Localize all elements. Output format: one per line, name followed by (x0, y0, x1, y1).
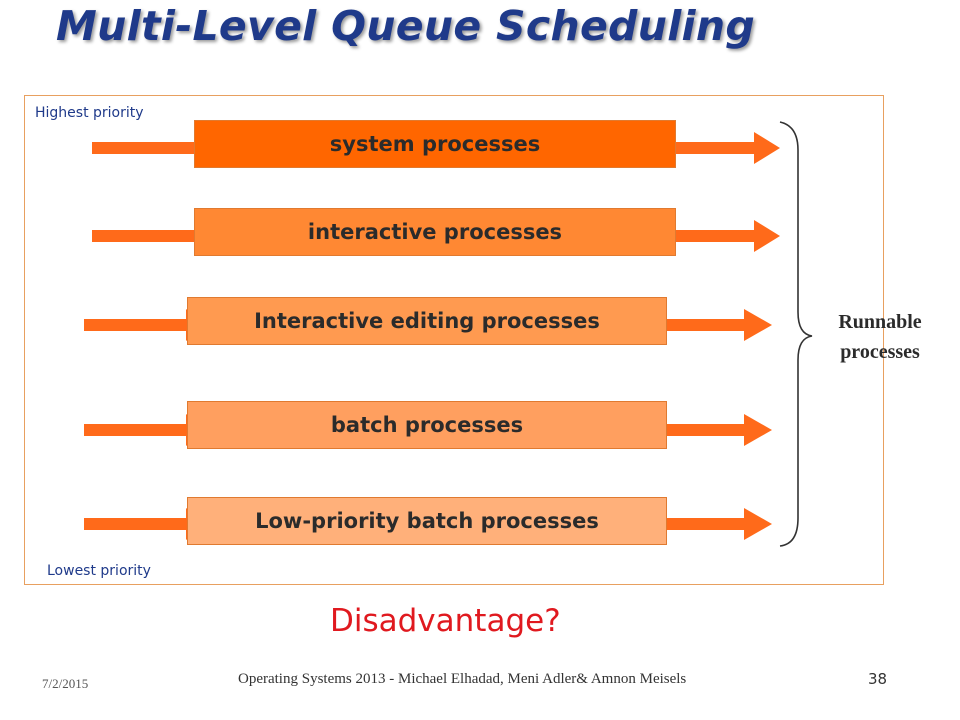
queue-interactive-processes: interactive processes (194, 208, 676, 256)
output-arrow-low-priority (666, 508, 772, 540)
runnable-label-line2: processes (840, 341, 920, 363)
page-number: 38 (868, 670, 888, 688)
runnable-label-line1: Runnable (838, 311, 922, 333)
footer-credit: Operating Systems 2013 - Michael Elhadad… (238, 671, 687, 687)
disadvantage-question: Disadvantage? (330, 603, 561, 639)
runnable-brace (779, 121, 813, 547)
output-arrow-batch (666, 414, 772, 446)
runnable-processes-label: Runnable processes (808, 307, 952, 367)
queue-low-priority-batch-processes: Low-priority batch processes (187, 497, 667, 545)
queue-batch-processes: batch processes (187, 401, 667, 449)
lowest-priority-label: Lowest priority (47, 563, 151, 579)
output-arrow-system (676, 132, 780, 164)
highest-priority-label: Highest priority (35, 105, 144, 121)
diagram-frame (24, 95, 884, 585)
queue-interactive-editing-processes: Interactive editing processes (187, 297, 667, 345)
queue-system-processes: system processes (194, 120, 676, 168)
footer-date: 7/2/2015 (42, 676, 89, 691)
output-arrow-editing (666, 309, 772, 341)
slide-title: Multi-Level Queue Scheduling (56, 2, 756, 50)
output-arrow-interactive (676, 220, 780, 252)
